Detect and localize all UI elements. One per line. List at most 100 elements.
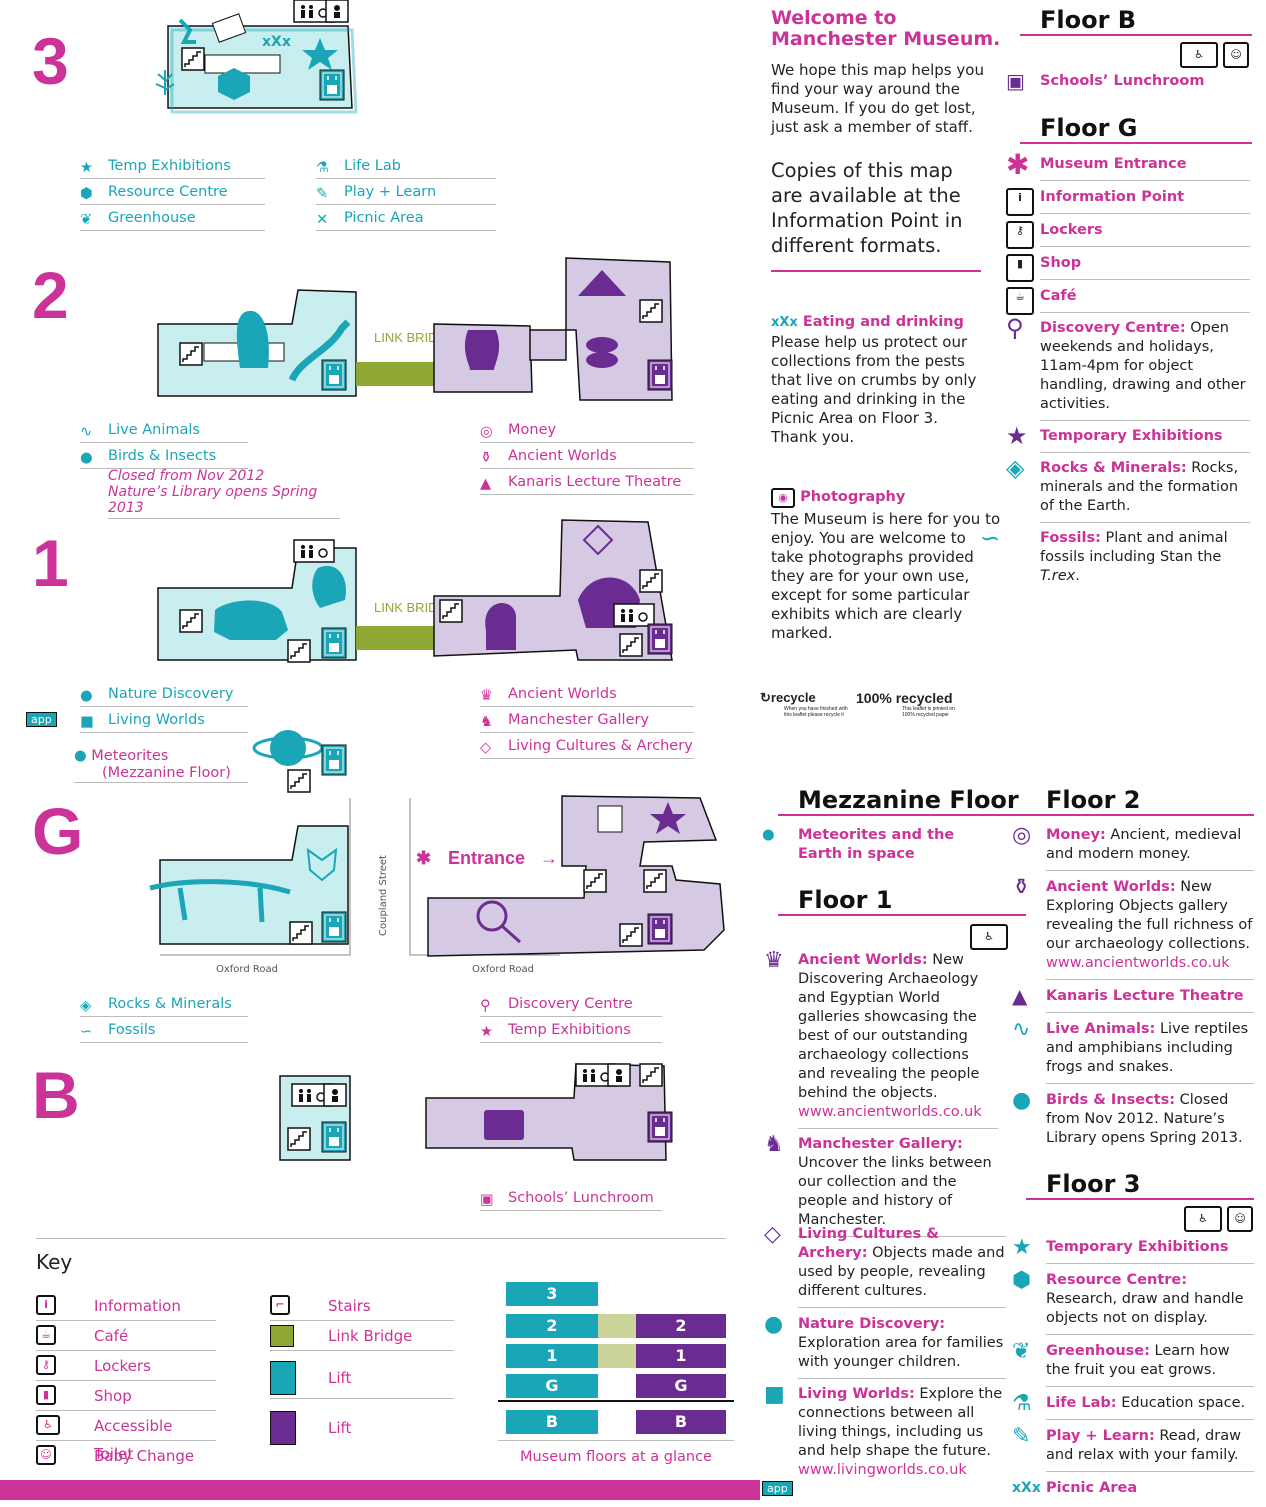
magnifier-icon: ⚲ — [480, 998, 491, 1014]
f2-birds-insects: ●Birds & Insects: Closed from Nov 2012. … — [1012, 1088, 1243, 1147]
key-lockers: ⚷Lockers — [36, 1352, 216, 1381]
legend-picnic-area: ✕Picnic Area — [316, 206, 496, 231]
glance-g-left: G — [506, 1374, 598, 1398]
floor-3-facilities: ♿ ☺ — [1184, 1206, 1254, 1232]
floor-b-plan — [279, 1063, 673, 1161]
f3-life-lab: ⚗Life Lab: Education space. — [1012, 1393, 1254, 1420]
lift-icon-teal — [270, 1361, 296, 1395]
g-museum-entrance: ✱Museum Entrance — [1006, 151, 1250, 181]
link-bridge-swatch — [270, 1325, 294, 1347]
magnifier-icon: ⚲ — [1006, 314, 1024, 342]
cup-icon: ☕ — [36, 1325, 56, 1345]
app-badge[interactable]: app — [26, 712, 57, 727]
glance-1-left: 1 — [506, 1344, 598, 1368]
legend-rocks-minerals: ◈Rocks & Minerals — [80, 992, 248, 1017]
key-lift-teal: Lift — [270, 1358, 454, 1399]
triangle-icon: ▲ — [1012, 984, 1028, 1008]
bag-icon: ▮ — [36, 1385, 56, 1405]
star-icon: ★ — [80, 160, 93, 176]
floor-3-title: Floor 3 — [1026, 1170, 1254, 1200]
vase-icon: ⚱ — [480, 450, 493, 466]
f3-resource-centre: ⬢Resource Centre: Research, draw and han… — [1012, 1270, 1254, 1335]
asterisk-icon: ✱ — [1006, 148, 1030, 181]
legend-life-lab: ⚗Life Lab — [316, 154, 496, 179]
key-icon: ⚷ — [36, 1355, 56, 1375]
g-rocks-minerals: ◈Rocks & Minerals: Rocks, minerals and t… — [1006, 456, 1250, 523]
bow-icon: ◇ — [764, 1222, 781, 1247]
floor-2-plan: LINK BRIDGE — [157, 257, 673, 401]
baby-icon: ☺ — [1227, 1206, 1254, 1232]
eating-title: xXx Eating and drinking — [771, 314, 964, 330]
floor-g-number: G — [32, 794, 84, 868]
legend-resource-centre: ⬢Resource Centre — [80, 180, 265, 205]
toilet-icon: ♿ — [1180, 42, 1218, 68]
lizard-icon: ∿ — [1012, 1017, 1031, 1042]
penguin-icon: ● — [1012, 1088, 1032, 1113]
legend-schools-lunchroom: ▣Schools’ Lunchroom — [480, 1186, 662, 1211]
mezzanine-title: Mezzanine Floor — [778, 786, 1026, 816]
photography-text: The Museum is here for you to enjoy. You… — [771, 510, 1001, 642]
legend-temp-exhibitions-g: ★Temp Exhibitions — [480, 1018, 662, 1043]
mammoth-icon: ♞ — [480, 714, 493, 730]
legend-living-worlds: ■Living Worlds — [80, 708, 248, 733]
pharaoh-icon: ♛ — [764, 948, 784, 973]
key-stairs: ⌐Stairs — [270, 1292, 454, 1321]
bag-icon: ▮ — [1006, 254, 1034, 282]
microscope-icon: ⚗ — [316, 160, 329, 176]
legend-meteorites: ● Meteorites(Mezzanine Floor) — [74, 748, 248, 783]
info-icon: i — [36, 1295, 56, 1315]
baby-icon: ☺ — [1223, 42, 1250, 68]
camera-icon: ◉ — [771, 488, 795, 508]
floorb-schools: ▣Schools’ Lunchroom — [1006, 71, 1220, 91]
floor-1-number: 1 — [32, 526, 69, 600]
bow-icon: ◇ — [480, 740, 492, 756]
app-badge-footer[interactable]: app — [762, 1481, 793, 1496]
microscope-icon: ⚗ — [1012, 1391, 1032, 1416]
legend-play-learn: ✎Play + Learn — [316, 180, 496, 205]
footer-band — [0, 1480, 760, 1500]
key-title: Key — [36, 1250, 73, 1274]
glance-1-right: 1 — [636, 1344, 726, 1368]
f1-living-worlds: ■Living Worlds: Explore the connections … — [764, 1382, 1003, 1479]
planet-icon: ● — [762, 827, 775, 843]
glance-b-left: B — [506, 1410, 598, 1434]
svg-text:Coupland Street: Coupland Street — [378, 855, 389, 936]
floor-b-title: Floor B — [1020, 6, 1252, 36]
picnic-icon: xXx — [1012, 1480, 1041, 1496]
key-icon: ⚷ — [1006, 221, 1034, 249]
triangle-icon: ▲ — [480, 476, 492, 492]
penguin-icon: ● — [80, 450, 93, 466]
mammoth-icon: ♞ — [764, 1132, 784, 1157]
mezz-meteorites: ●Meteorites and the Earth in space — [762, 827, 955, 862]
legend-live-animals: ∿Live Animals — [80, 418, 248, 443]
g-shop: ▮Shop — [1006, 254, 1250, 282]
floor-2-number: 2 — [32, 258, 69, 332]
crystal-icon: ◈ — [1006, 454, 1025, 482]
g-cafe: ☕Café — [1006, 287, 1250, 315]
f1-ancient-worlds: ♛Ancient Worlds: New Discovering Archaeo… — [764, 950, 998, 1129]
f3-temporary-exhibitions: ★Temporary Exhibitions — [1012, 1237, 1254, 1264]
owl-icon: ● — [80, 688, 93, 704]
key-link-bridge: Link Bridge — [270, 1322, 454, 1351]
dinosaur-icon: ∽ — [80, 1024, 93, 1040]
bear-icon: ■ — [764, 1382, 785, 1407]
key-cafe: ☕Café — [36, 1322, 216, 1351]
lunchbox-icon: ▣ — [480, 1192, 494, 1208]
f1-nature-discovery: ●Nature Discovery: Exploration area for … — [764, 1314, 1006, 1379]
cup-icon: ☕ — [1006, 287, 1034, 315]
floor-3-number: 3 — [32, 24, 69, 98]
legend-manchester-gallery: ♞Manchester Gallery — [480, 708, 694, 733]
g-temporary-exhibitions: ★Temporary Exhibitions — [1006, 424, 1250, 453]
glance-caption: Museum floors at a glance — [498, 1440, 734, 1465]
floor-b-facilities: ♿ ☺ — [1180, 42, 1250, 68]
f2-live-animals: ∿Live Animals: Live reptiles and amphibi… — [1012, 1019, 1254, 1084]
legend-birds-insects: ●Birds & Insects — [80, 444, 248, 469]
